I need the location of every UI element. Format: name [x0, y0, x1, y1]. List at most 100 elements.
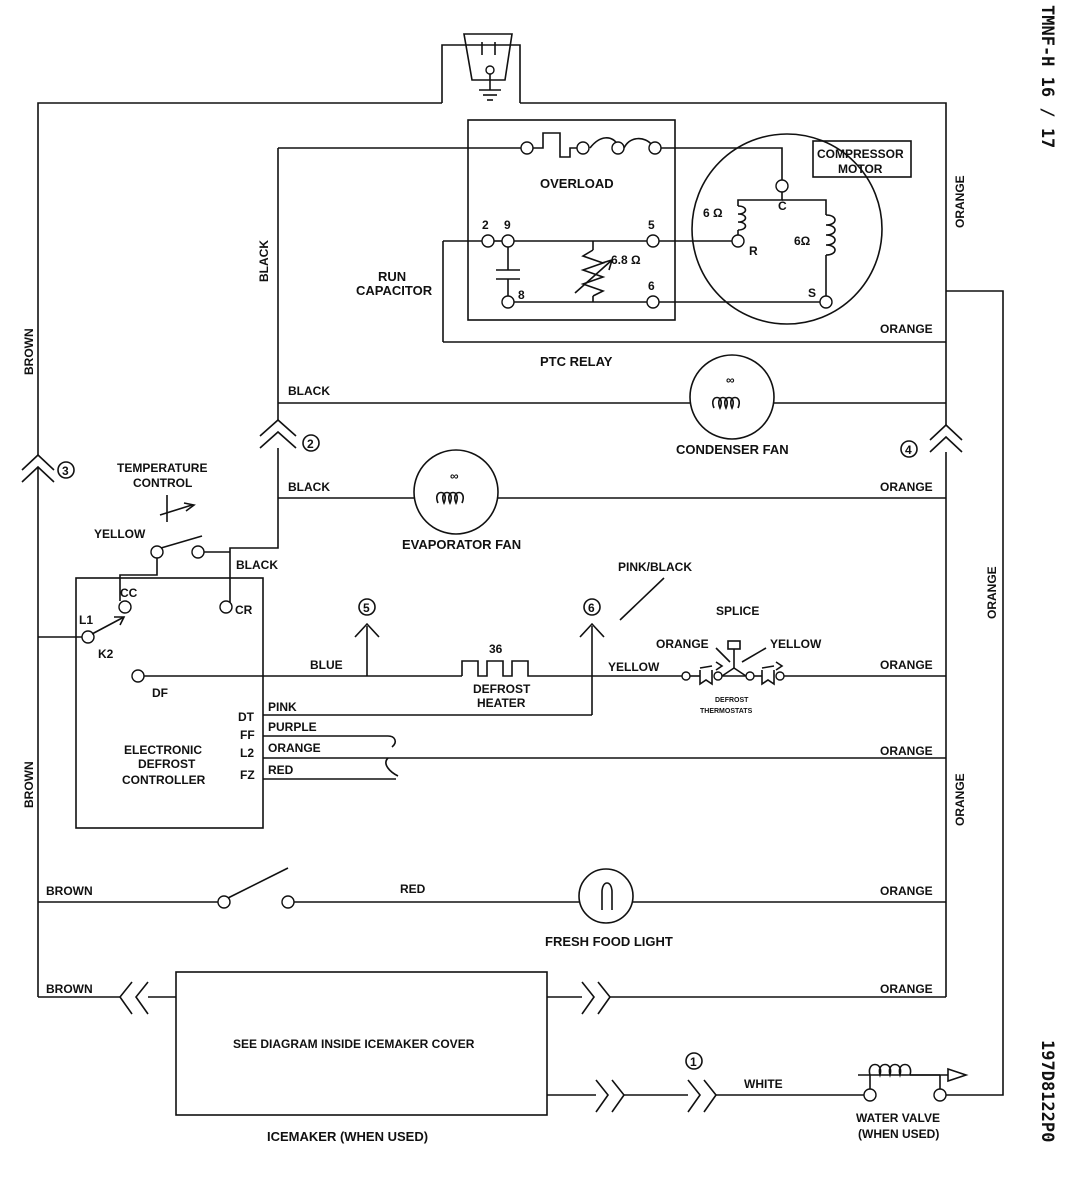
- pin-2-label: 2: [482, 218, 489, 232]
- yellow-heater-wire-label: YELLOW: [608, 660, 660, 674]
- condenser-fan-label: CONDENSER FAN: [676, 442, 789, 457]
- supply-rails: [21, 102, 963, 997]
- fresh-food-light-filament: [601, 882, 613, 910]
- pink-wire-label: PINK: [268, 700, 297, 714]
- temperature-control-label-2: CONTROL: [133, 476, 192, 490]
- overload-switch: [278, 132, 783, 186]
- compressor-motor-label-2: MOTOR: [838, 162, 883, 176]
- svg-text:1: 1: [690, 1055, 697, 1069]
- fresh-food-light-symbol: [578, 868, 634, 924]
- black-feed-wire: [229, 148, 297, 608]
- controller-fz-label: FZ: [240, 768, 255, 782]
- svg-text:3: 3: [62, 464, 69, 478]
- icemaker-orange-label: ORANGE: [880, 982, 933, 996]
- brown-rail-label-bottom: BROWN: [22, 761, 36, 808]
- controller-cc-label: CC: [120, 586, 138, 600]
- controller-k2-relay: [38, 616, 126, 644]
- red-wire-label: RED: [268, 763, 294, 777]
- water-valve-label-1: WATER VALVE: [856, 1111, 940, 1125]
- terminal-r-label: R: [749, 244, 758, 258]
- overload-label: OVERLOAD: [540, 176, 614, 191]
- svg-text:2: 2: [307, 437, 314, 451]
- controller-label-1: ELECTRONIC: [124, 743, 202, 757]
- pin-8-label: 8: [518, 288, 525, 302]
- defrost-thermostats: [681, 640, 946, 686]
- light-brown-label: BROWN: [46, 884, 93, 898]
- run-winding-resistance-label: 6Ω: [794, 234, 811, 248]
- compressor-motor-symbol: [691, 133, 883, 325]
- run-capacitor-label-2: CAPACITOR: [356, 283, 433, 298]
- condenser-fan-symbol: [689, 354, 775, 440]
- splice-orange-label: ORANGE: [656, 637, 709, 651]
- icemaker-label: ICEMAKER (WHEN USED): [267, 1129, 428, 1144]
- temperature-black-label: BLACK: [236, 558, 278, 572]
- controller-ff-label: FF: [240, 728, 255, 742]
- connector-5: 5: [358, 598, 376, 616]
- controller-label-3: CONTROLLER: [122, 773, 206, 787]
- evaporator-fan-label: EVAPORATOR FAN: [402, 537, 521, 552]
- controller-dt-label: DT: [238, 710, 255, 724]
- run-capacitor-label-1: RUN: [378, 269, 406, 284]
- evaporator-fan-coil: [435, 491, 465, 506]
- connector-3: 3: [57, 461, 75, 479]
- pink-black-leader: [619, 577, 665, 621]
- blue-wire-label: BLUE: [310, 658, 343, 672]
- light-orange-label: ORANGE: [880, 884, 933, 898]
- splice-yellow-label: YELLOW: [770, 637, 822, 651]
- defrost-controller-box: [75, 577, 264, 829]
- fresh-food-light-circuit: [38, 867, 946, 909]
- heater-value-label: 36: [489, 642, 503, 656]
- defrost-orange-label: ORANGE: [880, 658, 933, 672]
- connector-4: 4: [900, 440, 918, 458]
- connector-2: 2: [302, 434, 320, 452]
- water-valve-label-2: (WHEN USED): [858, 1127, 939, 1141]
- defrost-thermostats-label-2: THERMOSTATS: [700, 708, 753, 715]
- controller-label-2: DEFROST: [138, 757, 196, 771]
- defrost-heater-label-1: DEFROST: [473, 682, 531, 696]
- compressor-motor-label-1: COMPRESSOR: [817, 147, 904, 161]
- document-code-top: TMNF-H 16 / 17: [1037, 5, 1057, 148]
- black-wire-vertical-label: BLACK: [257, 240, 271, 282]
- icemaker-note: SEE DIAGRAM INSIDE ICEMAKER COVER: [233, 1037, 475, 1051]
- orange-rail-label-bottom: ORANGE: [953, 773, 967, 826]
- purple-wire-label: PURPLE: [268, 720, 317, 734]
- evaporator-fan-infinity: ∞: [450, 469, 459, 483]
- defrost-circuit-wire: [144, 622, 690, 715]
- icemaker-wires: [38, 981, 946, 1113]
- condenser-fan-coil: [711, 396, 741, 411]
- controller-l2-label: L2: [240, 746, 254, 760]
- fresh-food-light-label: FRESH FOOD LIGHT: [545, 934, 673, 949]
- white-wire-label: WHITE: [744, 1077, 783, 1091]
- defrost-thermostats-label-1: DEFROST: [715, 697, 749, 704]
- controller-cr-label: CR: [235, 603, 253, 617]
- ptc-relay-box: [467, 119, 676, 321]
- temperature-yellow-label: YELLOW: [94, 527, 146, 541]
- controller-output-wires: [263, 714, 946, 780]
- defrost-heater-label-2: HEATER: [477, 696, 526, 710]
- pin-5-label: 5: [648, 218, 655, 232]
- condenser-fan-infinity: ∞: [726, 373, 735, 387]
- evaporator-black-label: BLACK: [288, 480, 330, 494]
- pin-6-label: 6: [648, 279, 655, 293]
- orange-valve-wire-label: ORANGE: [985, 566, 999, 619]
- orange-rail-label-top: ORANGE: [953, 175, 967, 228]
- connector-1: 1: [685, 1052, 703, 1070]
- svg-text:4: 4: [905, 443, 912, 457]
- connector-6: 6: [583, 598, 601, 616]
- pink-black-wire-label: PINK/BLACK: [618, 560, 692, 574]
- water-valve-symbol: [858, 290, 1004, 1102]
- l2-orange-wire-label: ORANGE: [880, 744, 933, 758]
- document-code-bottom: 197D8122P0: [1037, 1040, 1057, 1142]
- temperature-control-switch: [119, 495, 230, 601]
- svg-text:6: 6: [588, 601, 595, 615]
- icemaker-brown-label: BROWN: [46, 982, 93, 996]
- compressor-windings: [731, 179, 836, 309]
- ptc-resistance-label: 6.8 Ω: [611, 253, 641, 267]
- temperature-control-label-1: TEMPERATURE: [117, 461, 207, 475]
- relay-orange-label: ORANGE: [880, 322, 933, 336]
- condenser-black-label: BLACK: [288, 384, 330, 398]
- controller-df-label: DF: [152, 686, 168, 700]
- splice-label: SPLICE: [716, 604, 759, 618]
- svg-text:5: 5: [363, 601, 370, 615]
- evaporator-orange-label: ORANGE: [880, 480, 933, 494]
